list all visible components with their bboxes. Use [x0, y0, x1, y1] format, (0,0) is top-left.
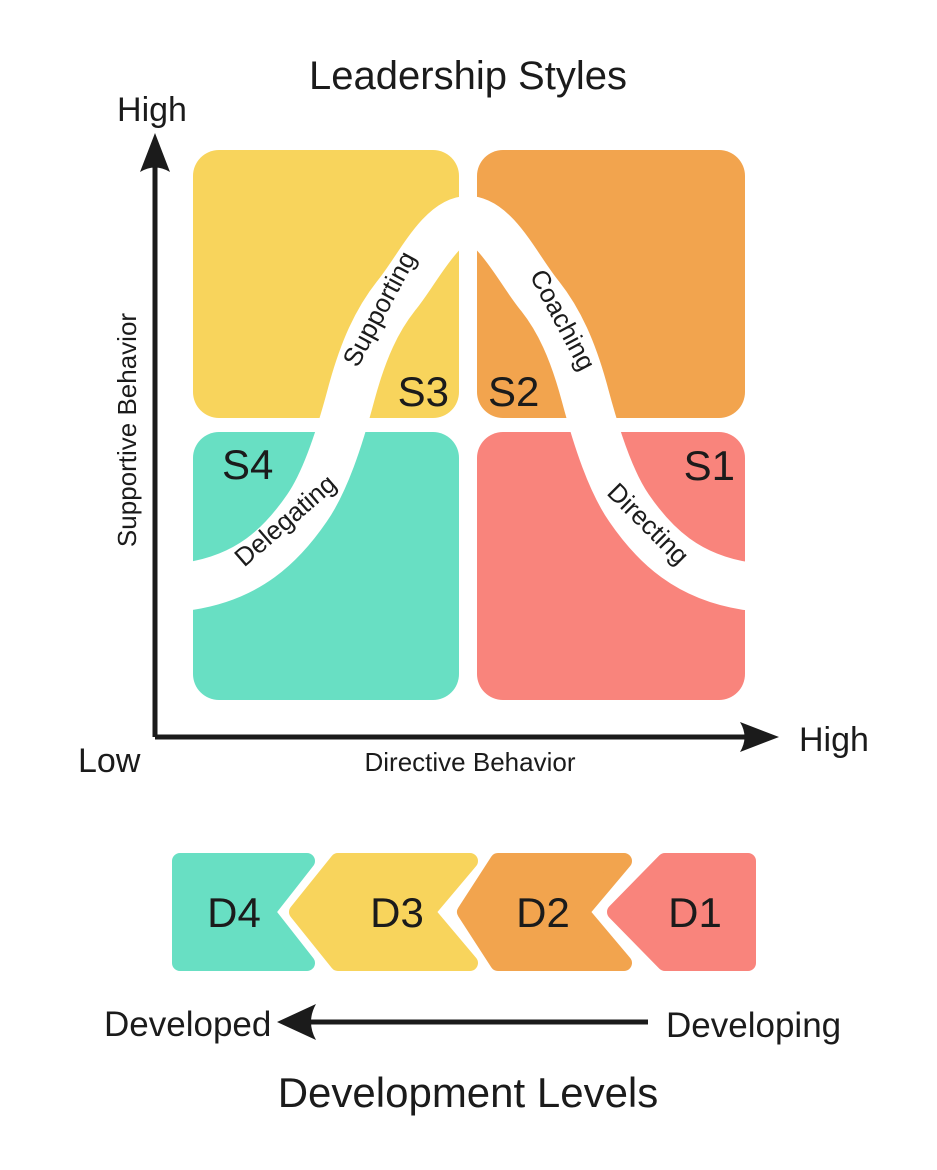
page-title: Leadership Styles — [309, 54, 627, 98]
x-axis-high-label: High — [799, 721, 869, 759]
d1-label: D1 — [668, 889, 722, 936]
developed-label: Developed — [104, 1005, 271, 1044]
x-axis-arrow-icon — [740, 722, 779, 752]
bell-curve — [166, 195, 770, 610]
y-axis: High Supportive Behavior Low — [78, 91, 187, 780]
chevron-d2 — [457, 853, 632, 971]
development-arrow-icon — [277, 1004, 316, 1040]
s2-code-label: S2 — [488, 368, 539, 415]
y-axis-low-label: Low — [78, 742, 141, 780]
chevron-d1 — [607, 853, 756, 971]
chevron-d4 — [172, 853, 315, 971]
quadrant-s1-directing — [477, 432, 745, 700]
y-axis-high-label: High — [117, 91, 187, 129]
development-direction: Developed Developing — [104, 1004, 841, 1045]
quadrant-s4-delegating — [193, 432, 459, 700]
d2-label: D2 — [516, 889, 570, 936]
development-title: Development Levels — [278, 1069, 659, 1116]
d3-label: D3 — [370, 889, 424, 936]
development-level-codes: D4 D3 D2 D1 — [207, 889, 722, 936]
y-axis-arrow-icon — [140, 133, 170, 172]
y-axis-title: Supportive Behavior — [112, 313, 142, 547]
quadrant-s3-supporting — [193, 150, 459, 418]
d4-label: D4 — [207, 889, 261, 936]
x-axis-title: Directive Behavior — [365, 747, 576, 777]
development-text-layer: D4 D3 D2 D1 Developed Developing Develop… — [104, 889, 841, 1116]
quadrant-codes: S3 S2 S4 S1 — [222, 368, 735, 489]
s3-code-label: S3 — [398, 368, 449, 415]
s4-code-label: S4 — [222, 441, 273, 488]
developing-label: Developing — [666, 1006, 841, 1045]
quadrant-grid — [193, 150, 745, 700]
development-chevrons — [172, 853, 756, 971]
x-axis: Directive Behavior High — [155, 721, 869, 777]
chevron-d3 — [289, 853, 478, 971]
s1-code-label: S1 — [684, 442, 735, 489]
quadrant-s2-coaching — [477, 150, 745, 418]
